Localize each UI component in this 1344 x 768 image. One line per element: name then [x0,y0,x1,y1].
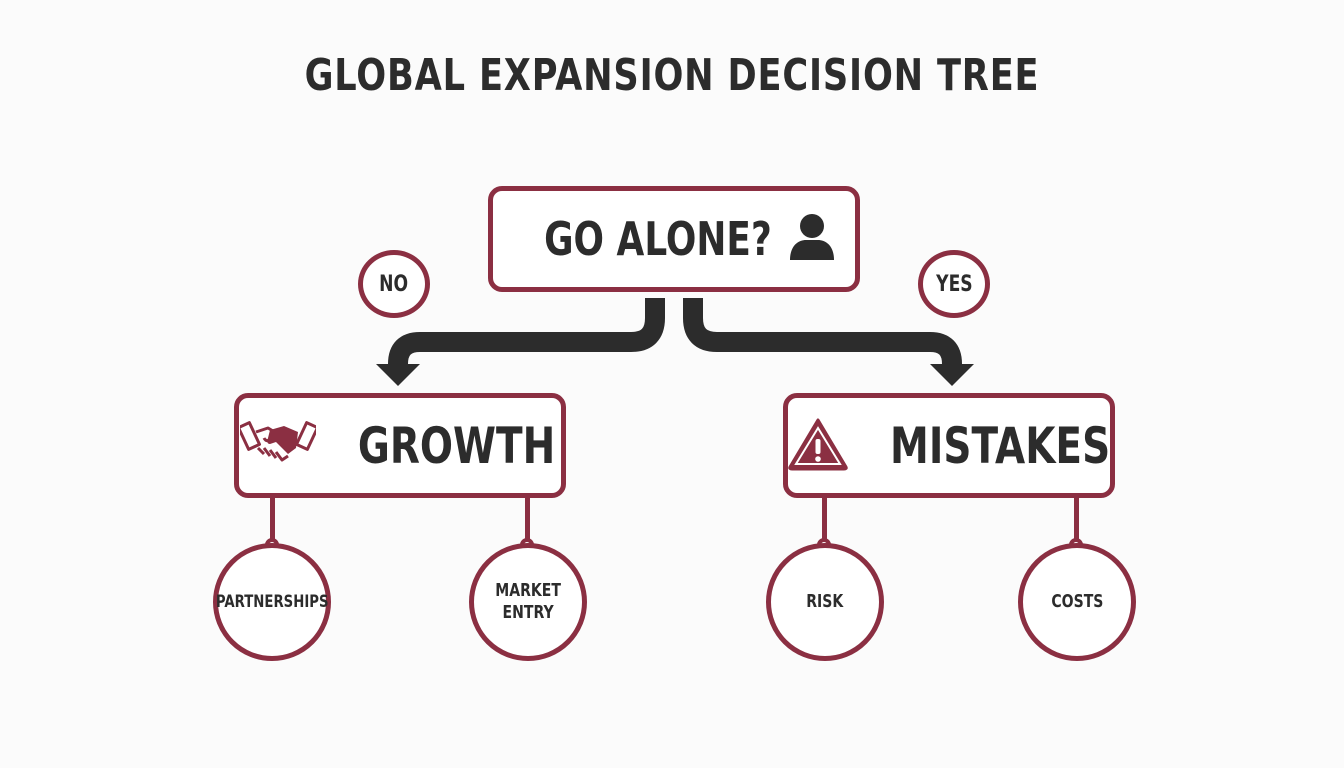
stem-partnerships [270,496,275,544]
yes-badge: YES [918,250,990,318]
diagram-title: GLOBAL EXPANSION DECISION TREE [304,50,1040,101]
mistakes-label: MISTAKES [889,416,1111,475]
leaf-costs: COSTS [1018,543,1136,661]
arrow-yes-head [930,364,974,386]
leaf-risk: RISK [766,543,884,661]
no-badge: NO [358,250,430,318]
arrow-yes [683,298,962,368]
arrow-no [388,298,665,368]
root-label: GO ALONE? [544,212,772,266]
stem-market-entry [525,496,530,544]
leaf-partnerships: PARTNERSHIPS [213,543,331,661]
root-node: GO ALONE? [488,186,860,292]
arrow-no-head [376,364,420,386]
mistakes-node: MISTAKES [783,393,1115,498]
warning-icon [787,417,849,475]
growth-label: GROWTH [358,416,556,475]
stem-risk [822,496,827,544]
stem-costs [1074,496,1079,544]
leaf-market-entry: MARKET ENTRY [469,543,587,661]
handshake-icon [237,418,320,474]
person-icon [788,212,836,266]
growth-node: GROWTH [234,393,566,498]
